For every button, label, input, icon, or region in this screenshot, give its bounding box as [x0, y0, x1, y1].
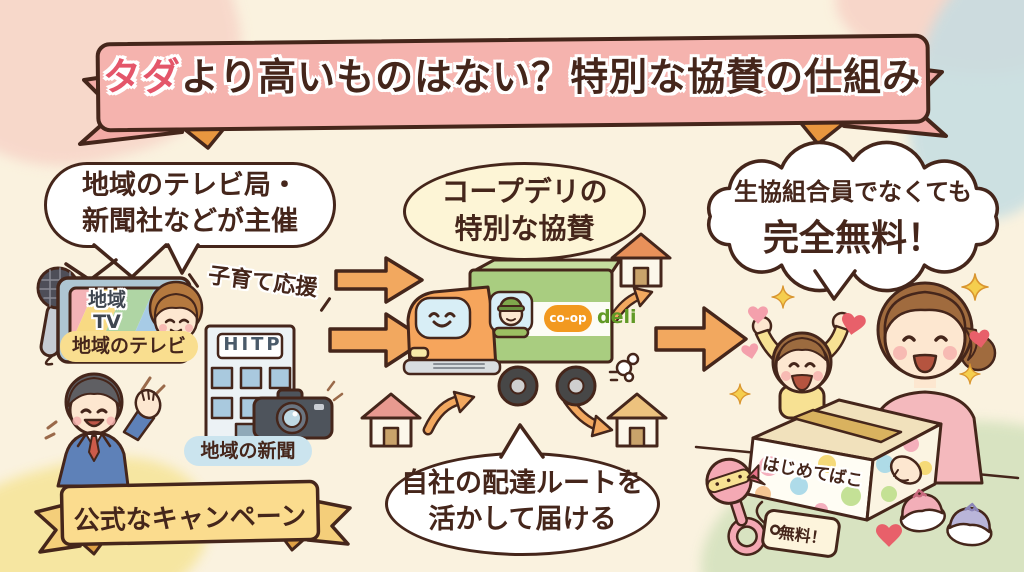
coopdeli-line2: 特別な協賛 — [454, 211, 595, 245]
arrow-right-icon-1 — [334, 256, 424, 304]
coop-logo-text: co-op — [549, 311, 587, 325]
man-presenter — [44, 372, 166, 488]
heart-icon — [748, 306, 768, 324]
heart-icon — [876, 524, 902, 547]
delivery-line1: 自社の配達ルートを — [401, 468, 644, 499]
house-icon-right — [606, 392, 668, 448]
official-campaign-banner — [34, 479, 352, 556]
building-sign-text: HITP — [223, 334, 283, 355]
free-bubble-text: 生協組合員でなくても 完全無料！ — [712, 172, 994, 261]
heart-icon — [969, 329, 990, 348]
baby-shoes-icon — [899, 488, 993, 547]
coop-deli-logo: co-op deli — [544, 303, 654, 333]
coopdeli-bubble — [403, 162, 646, 261]
tv-caption-pill: 地域のテレビ — [60, 331, 198, 362]
delivery-line2: 活かして届ける — [428, 503, 617, 535]
coopdeli-bubble-text: コープデリの 特別な協賛 — [403, 174, 646, 248]
arrow-right-icon-2 — [328, 312, 428, 368]
sparkle-icon — [771, 285, 795, 309]
heart-icon — [741, 343, 759, 359]
title-highlight: タダ — [102, 55, 181, 99]
delivery-truck — [402, 258, 640, 407]
sparkle-icon — [729, 383, 751, 405]
delivery-bubble-tail — [499, 423, 545, 459]
organizer-line2: 新聞社などが主催 — [82, 206, 298, 238]
newspaper-caption-pill: 地域の新聞 — [184, 436, 312, 466]
baby — [751, 311, 853, 420]
organizer-line1: 地域のテレビ局・ — [82, 170, 298, 201]
page-title: タダより高いものはない？特別な協賛の仕組み — [62, 46, 962, 101]
delivery-bubble — [385, 452, 660, 556]
newspaper-caption-text: 地域の新聞 — [200, 440, 296, 462]
campaign-note: 子育て応援 — [206, 263, 319, 302]
house-icon-top — [610, 232, 672, 288]
tv-screen-text: 地域 TV — [74, 289, 140, 334]
arrow-right-icon-3 — [654, 306, 748, 372]
house-icon-left — [360, 392, 422, 448]
tv-caption-text: 地域のテレビ — [71, 335, 186, 357]
organizer-bubble — [44, 162, 336, 248]
free-line1: 生協組合員でなくても — [733, 178, 973, 206]
title-rest: より高いものはない？特別な協賛の仕組み — [180, 55, 922, 99]
organizer-bubble-text: 地域のテレビ局・ 新聞社などが主催 — [44, 168, 336, 241]
sparkle-icon — [961, 273, 989, 301]
emphasis-mark — [319, 296, 332, 313]
deli-logo-text: deli — [597, 306, 637, 328]
coop-logo-badge: co-op — [544, 305, 592, 332]
curved-arrow-icon-from-house — [422, 390, 476, 436]
heart-icon — [842, 312, 866, 335]
camera-icon — [252, 380, 344, 440]
free-bubble-tail — [813, 269, 857, 301]
delivery-bubble-text: 自社の配達ルートを 活かして届ける — [385, 466, 660, 537]
official-banner-text: 公式なキャンペーン — [73, 501, 307, 537]
title-ribbon — [78, 33, 948, 150]
tv-screen-line1: 地域 — [87, 289, 126, 311]
coopdeli-line1: コープデリの — [441, 175, 608, 208]
sparkle-icon — [959, 363, 981, 385]
free-line2: 完全無料！ — [762, 218, 943, 259]
rattle-icon — [705, 457, 767, 556]
gift-box — [745, 398, 943, 522]
price-tag — [755, 500, 841, 558]
mother-hand — [889, 455, 923, 485]
curved-arrow-icon-to-top-house — [609, 286, 654, 323]
tv-screen-line2: TV — [93, 310, 121, 333]
free-bubble-cloud — [706, 140, 1000, 293]
